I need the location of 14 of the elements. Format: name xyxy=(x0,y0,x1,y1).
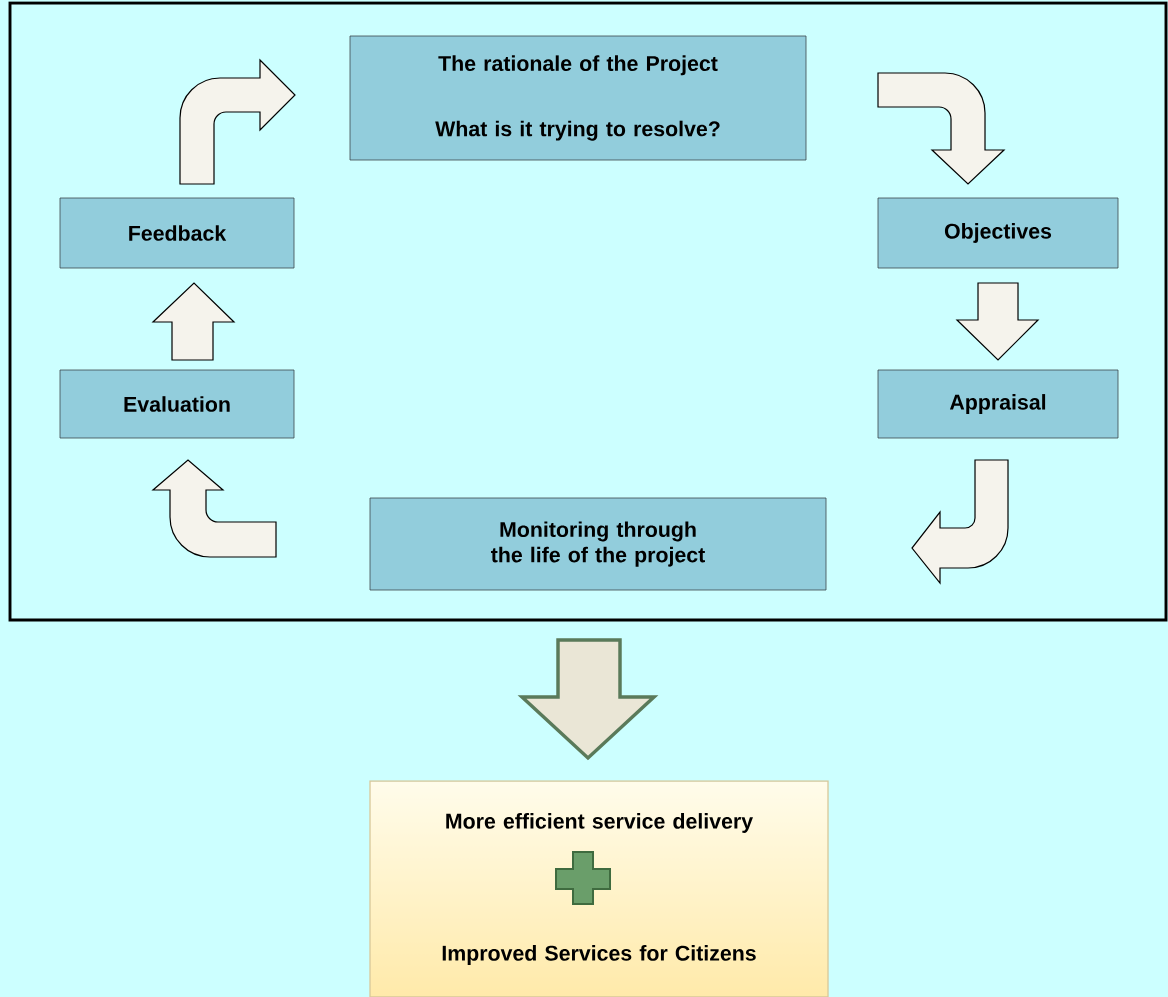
block-arrow xyxy=(151,282,236,361)
block-arrow xyxy=(955,282,1040,361)
block-arrow xyxy=(911,459,1009,584)
process-box: Feedback xyxy=(59,197,295,269)
process-box: Evaluation xyxy=(59,369,295,439)
block-arrow xyxy=(152,459,277,558)
process-box: Objectives xyxy=(877,197,1119,269)
outcome-box: More efficient service delivery Improved Services for Citizens xyxy=(369,780,829,997)
block-arrow xyxy=(877,72,1005,185)
block-arrow xyxy=(179,59,296,185)
block-arrow xyxy=(517,638,659,761)
process-box: The rationale of the Project What is it trying to resolve? xyxy=(349,35,807,161)
process-box: Monitoring through the life of the project xyxy=(369,497,827,591)
process-box: Appraisal xyxy=(877,369,1119,439)
